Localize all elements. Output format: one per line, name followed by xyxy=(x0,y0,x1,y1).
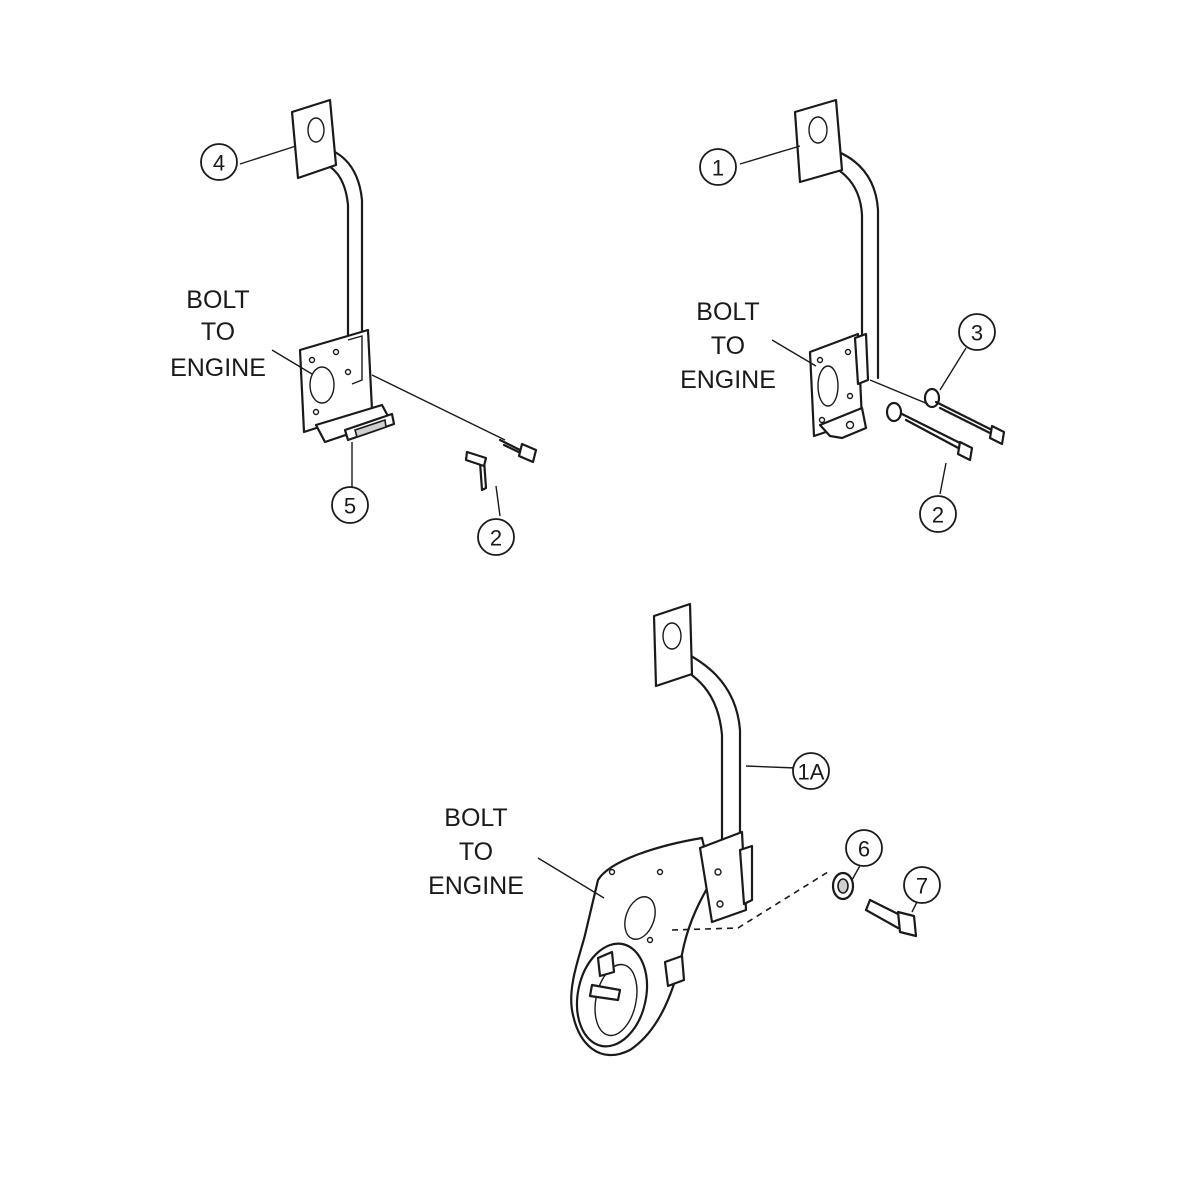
bolt-2a xyxy=(371,374,538,492)
svg-text:1A: 1A xyxy=(798,760,825,785)
bolt-7 xyxy=(864,898,918,938)
bolt-to-engine-label-b: BOLT TO ENGINE xyxy=(680,298,776,394)
svg-text:3: 3 xyxy=(971,321,983,346)
svg-text:TO: TO xyxy=(459,838,493,866)
svg-text:ENGINE: ENGINE xyxy=(170,354,266,382)
svg-text:BOLT: BOLT xyxy=(696,298,759,326)
callout-2: 2 xyxy=(477,518,515,556)
lift-bracket-4 xyxy=(290,98,396,444)
svg-text:2: 2 xyxy=(490,526,502,551)
svg-text:ENGINE: ENGINE xyxy=(428,872,524,900)
callout-1a: 1A xyxy=(792,752,830,790)
svg-text:6: 6 xyxy=(858,837,870,862)
svg-text:TO: TO xyxy=(711,332,745,360)
callout-1: 1 xyxy=(699,148,737,186)
callout-5: 5 xyxy=(331,486,369,524)
svg-text:7: 7 xyxy=(916,874,928,899)
svg-text:5: 5 xyxy=(344,494,356,519)
bolt-to-engine-label-c: BOLT TO ENGINE xyxy=(428,804,524,900)
callout-3: 3 xyxy=(958,313,996,351)
washer-6 xyxy=(831,871,855,901)
bolt-2b xyxy=(869,379,1006,462)
callout-6: 6 xyxy=(845,829,883,867)
assembly-a: 4 5 2 BOLT TO ENGINE xyxy=(170,98,538,556)
svg-text:BOLT: BOLT xyxy=(186,286,249,314)
assembly-c: 1A 6 7 BOLT TO ENGINE xyxy=(428,602,941,1057)
callout-2b: 2 xyxy=(919,495,957,533)
svg-text:2: 2 xyxy=(932,503,944,528)
lift-bracket-1 xyxy=(793,98,880,440)
svg-text:BOLT: BOLT xyxy=(444,804,507,832)
svg-text:1: 1 xyxy=(712,156,724,181)
svg-text:4: 4 xyxy=(213,151,225,176)
svg-text:ENGINE: ENGINE xyxy=(680,366,776,394)
washer-3 xyxy=(885,387,941,423)
svg-text:TO: TO xyxy=(201,318,235,346)
lift-bracket-1a xyxy=(570,602,754,1057)
callout-4: 4 xyxy=(200,143,238,181)
assembly-b: 1 3 2 BOLT TO ENGINE xyxy=(680,98,1006,533)
bolt-to-engine-label-a: BOLT TO ENGINE xyxy=(170,286,266,382)
callout-7: 7 xyxy=(903,866,941,904)
